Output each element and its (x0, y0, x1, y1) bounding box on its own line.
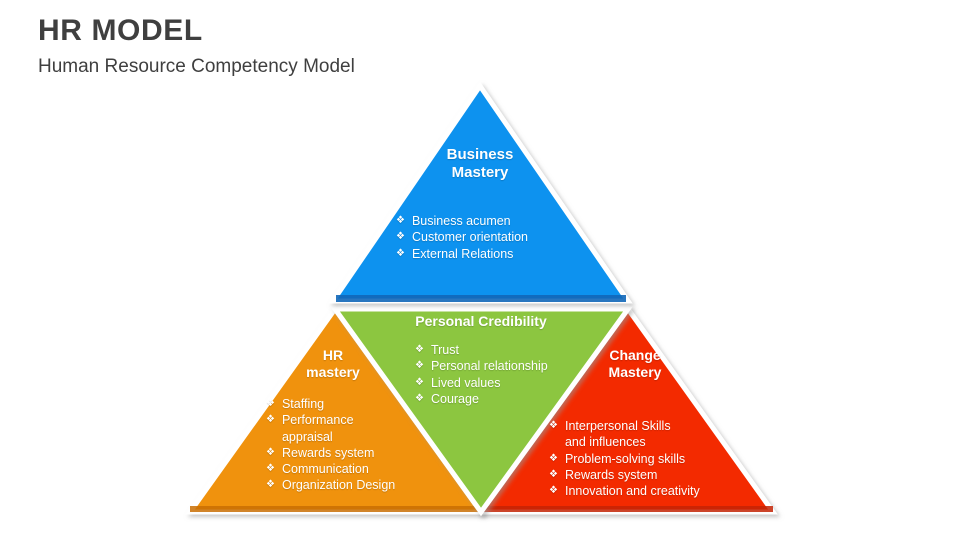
list-item: ❖ Customer orientation (396, 229, 596, 245)
bullet-label: Personal relationship (430, 359, 548, 374)
segment-bullets-personal-credibility: ❖ Trust ❖ Personal relationship ❖ Lived … (415, 342, 600, 407)
diamond-bullet-icon: ❖ (266, 463, 275, 474)
bullet-label: Innovation and creativity (564, 484, 700, 498)
diamond-bullet-icon: ❖ (266, 479, 275, 491)
bullet-label: Problem-solving skills (564, 451, 686, 466)
bullet-label: Rewards system (564, 467, 658, 482)
list-item: ❖ Staffing (266, 396, 436, 412)
diamond-bullet-icon: ❖ (549, 485, 558, 496)
bullet-label: Business acumen (411, 214, 511, 228)
segment-heading-personal-credibility: Personal Credibility (415, 313, 547, 329)
list-item: ❖ Problem-solving skills (549, 451, 749, 467)
list-item: ❖ Organization Design (266, 477, 436, 493)
diamond-bullet-icon: ❖ (415, 392, 424, 404)
diamond-bullet-icon: ❖ (266, 414, 275, 426)
segment-bullets-hr-mastery: ❖ Staffing ❖ Performance appraisal ❖ Rew… (266, 396, 436, 494)
diamond-bullet-icon: ❖ (415, 360, 424, 372)
header: HR MODEL Human Resource Competency Model (38, 14, 738, 78)
segment-heading-change-mastery: Change Mastery (608, 347, 662, 380)
segment-edge-change-mastery (481, 506, 773, 512)
segment-shape-business-mastery[interactable] (328, 81, 633, 304)
page-title: HR MODEL (38, 14, 203, 47)
bullet-label: Communication (281, 462, 369, 476)
segment-edge-business-mastery (336, 295, 626, 302)
list-item: ❖ Personal relationship (415, 358, 600, 374)
diamond-bullet-icon: ❖ (549, 420, 558, 431)
bullet-label: Staffing (281, 397, 325, 411)
list-item: ❖ Rewards system (549, 467, 749, 483)
diamond-bullet-icon: ❖ (266, 398, 275, 409)
diamond-bullet-icon: ❖ (396, 247, 405, 259)
list-item: ❖ Rewards system (266, 445, 436, 461)
diamond-bullet-icon: ❖ (396, 215, 405, 226)
diamond-bullet-icon: ❖ (549, 468, 558, 480)
bullet-label: Trust (430, 343, 459, 357)
list-item: ❖ External Relations (396, 246, 596, 262)
diamond-bullet-icon: ❖ (266, 446, 275, 458)
bullet-label: External Relations (411, 246, 514, 261)
list-item: ❖ Innovation and creativity (549, 483, 749, 499)
diamond-bullet-icon: ❖ (396, 231, 405, 243)
bullet-label: Rewards system (281, 445, 375, 460)
segment-heading-hr-mastery: HR mastery (306, 347, 360, 380)
list-item: ❖ Performance appraisal (266, 412, 436, 445)
list-item: ❖ Trust (415, 342, 600, 358)
list-item: ❖ Business acumen (396, 213, 596, 229)
segment-bullets-change-mastery: ❖ Interpersonal Skills and influences ❖ … (549, 418, 749, 499)
list-item: ❖ Communication (266, 461, 436, 477)
segment-heading-business-mastery: Business Mastery (446, 146, 514, 181)
diamond-bullet-icon: ❖ (549, 452, 558, 464)
bullet-label: Courage (430, 391, 479, 406)
bullet-label: Interpersonal Skills and influences (564, 419, 671, 450)
diamond-bullet-icon: ❖ (415, 376, 424, 388)
bullet-label: Lived values (430, 375, 501, 390)
list-item: ❖ Interpersonal Skills and influences (549, 418, 749, 451)
bullet-label: Organization Design (281, 478, 396, 493)
bullet-label: Performance appraisal (281, 413, 354, 444)
segment-shape-personal-credibility[interactable] (330, 306, 633, 517)
page-subtitle: Human Resource Competency Model (38, 56, 355, 77)
list-item: ❖ Courage (415, 391, 600, 407)
segment-edge-hr-mastery (190, 506, 481, 512)
list-item: ❖ Lived values (415, 375, 600, 391)
bullet-label: Customer orientation (411, 230, 528, 245)
segment-bullets-business-mastery: ❖ Business acumen ❖ Customer orientation… (396, 213, 596, 262)
diamond-bullet-icon: ❖ (415, 344, 424, 355)
